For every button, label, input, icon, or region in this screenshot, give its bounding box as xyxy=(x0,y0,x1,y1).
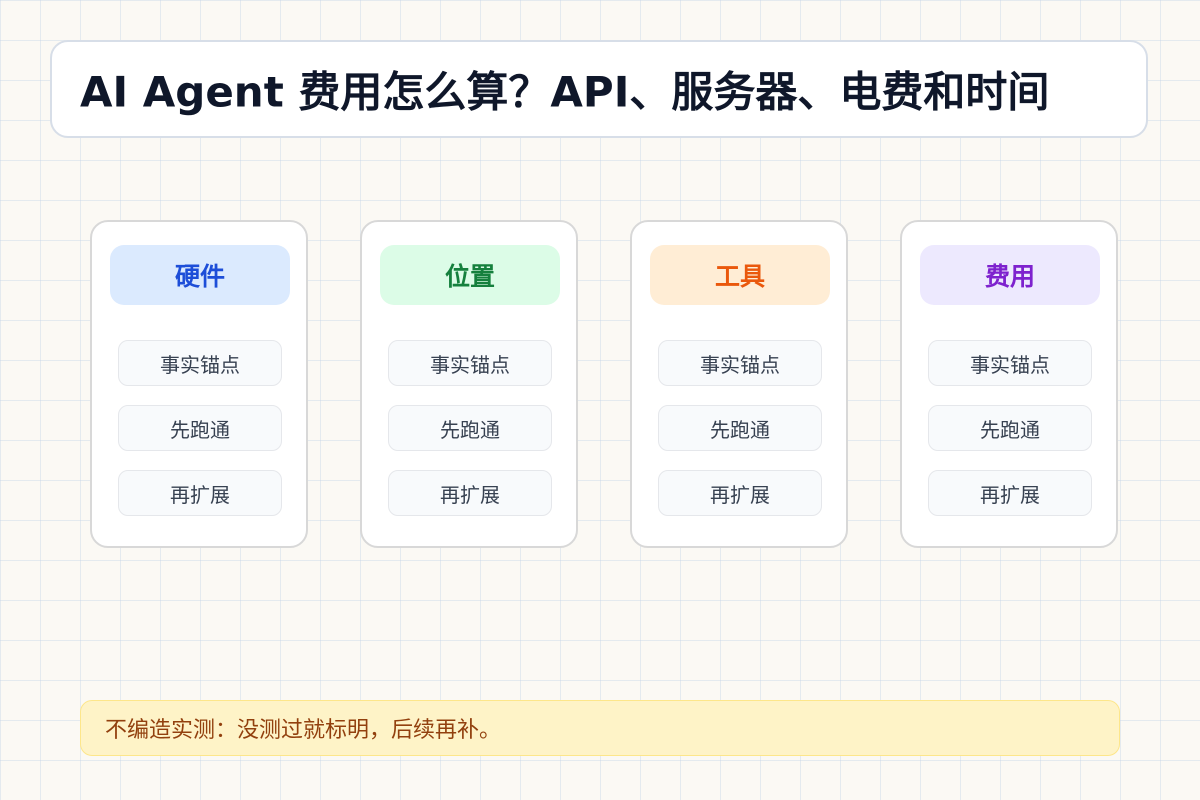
tools-extend-item: 再扩展 xyxy=(658,470,822,516)
hardware-extend-item: 再扩展 xyxy=(118,470,282,516)
cost-card: 费用 事实锚点 先跑通 再扩展 xyxy=(900,220,1118,548)
cost-first-run-item: 先跑通 xyxy=(928,405,1092,451)
location-header: 位置 xyxy=(380,245,560,305)
location-fact-anchor-item: 事实锚点 xyxy=(388,340,552,386)
hardware-first-run-item: 先跑通 xyxy=(118,405,282,451)
tools-first-run-item: 先跑通 xyxy=(658,405,822,451)
tools-fact-anchor-item: 事实锚点 xyxy=(658,340,822,386)
tools-card: 工具 事实锚点 先跑通 再扩展 xyxy=(630,220,848,548)
hardware-fact-anchor-item: 事实锚点 xyxy=(118,340,282,386)
cost-extend-item: 再扩展 xyxy=(928,470,1092,516)
location-card: 位置 事实锚点 先跑通 再扩展 xyxy=(360,220,578,548)
title-box: AI Agent 费用怎么算？API、服务器、电费和时间 xyxy=(50,40,1148,138)
cost-header: 费用 xyxy=(920,245,1100,305)
location-first-run-item: 先跑通 xyxy=(388,405,552,451)
category-cards: 硬件 事实锚点 先跑通 再扩展 位置 事实锚点 先跑通 再扩展 工具 事实锚点 … xyxy=(90,220,1120,550)
location-extend-item: 再扩展 xyxy=(388,470,552,516)
cost-fact-anchor-item: 事实锚点 xyxy=(928,340,1092,386)
hardware-header: 硬件 xyxy=(110,245,290,305)
page-title: AI Agent 费用怎么算？API、服务器、电费和时间 xyxy=(80,67,1050,117)
note-box: 不编造实测：没测过就标明，后续再补。 xyxy=(80,700,1120,756)
hardware-card: 硬件 事实锚点 先跑通 再扩展 xyxy=(90,220,308,548)
tools-header: 工具 xyxy=(650,245,830,305)
